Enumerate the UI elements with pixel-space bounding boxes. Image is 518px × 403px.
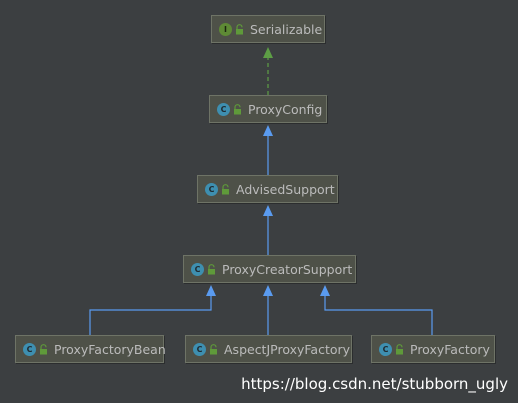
interface-icon: I bbox=[219, 22, 232, 36]
node-proxyconfig[interactable]: C ProxyConfig bbox=[209, 95, 327, 123]
watermark-text: https://blog.csdn.net/stubborn_ugly bbox=[241, 375, 508, 393]
node-proxyfactorybean[interactable]: C ProxyFactoryBean bbox=[15, 335, 166, 363]
edge-advisedsupport-proxyconfig bbox=[263, 125, 273, 175]
lock-icon bbox=[208, 263, 215, 274]
class-icon: C bbox=[217, 102, 230, 116]
node-label: Serializable bbox=[250, 21, 323, 37]
lock-icon bbox=[234, 103, 241, 114]
class-icon: C bbox=[191, 262, 204, 276]
node-serializable[interactable]: I Serializable bbox=[211, 15, 325, 43]
edge-proxycreatorsupport-advisedsupport bbox=[263, 205, 273, 255]
lock-icon bbox=[222, 183, 229, 194]
lock-icon bbox=[210, 343, 217, 354]
class-icon: C bbox=[205, 182, 218, 196]
class-icon: C bbox=[193, 342, 206, 356]
node-label: ProxyFactoryBean bbox=[54, 341, 166, 357]
edge-aspectjproxyfactory-proxycreatorsupport bbox=[263, 285, 273, 335]
edge-proxyconfig-serializable bbox=[263, 47, 273, 95]
node-label: ProxyFactory bbox=[410, 341, 490, 357]
class-icon: C bbox=[379, 342, 392, 356]
edge-proxyfactory-proxycreatorsupport bbox=[320, 285, 433, 335]
class-icon: C bbox=[23, 342, 36, 356]
node-proxyfactory[interactable]: C ProxyFactory bbox=[371, 335, 495, 363]
edge-proxyfactorybean-proxycreatorsupport bbox=[89, 285, 216, 335]
lock-icon bbox=[40, 343, 47, 354]
lock-icon bbox=[396, 343, 403, 354]
node-label: AspectJProxyFactory bbox=[224, 341, 351, 357]
node-label: AdvisedSupport bbox=[236, 181, 335, 197]
node-label: ProxyCreatorSupport bbox=[222, 261, 353, 277]
lock-icon bbox=[236, 23, 243, 34]
node-proxycreatorsupport[interactable]: C ProxyCreatorSupport bbox=[183, 255, 356, 283]
node-label: ProxyConfig bbox=[248, 101, 323, 117]
node-advisedsupport[interactable]: C AdvisedSupport bbox=[197, 175, 338, 203]
node-aspectjproxyfactory[interactable]: C AspectJProxyFactory bbox=[185, 335, 352, 363]
